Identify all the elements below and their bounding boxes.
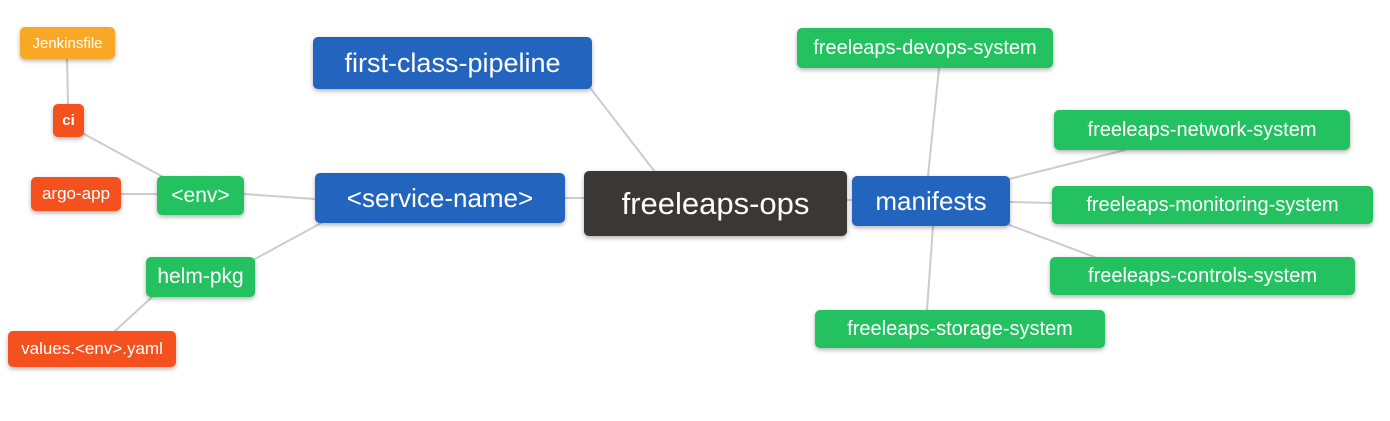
edge-jenkinsfile-ci <box>66 58 69 105</box>
edge-pipeline-freeleaps-ops <box>590 88 656 173</box>
edge-manifests-monitoring <box>1009 201 1053 204</box>
node-freeleaps-monitoring-system[interactable]: freeleaps-monitoring-system <box>1052 186 1373 224</box>
node-label: freeleaps-monitoring-system <box>1086 193 1339 216</box>
edge-manifests-network <box>1008 149 1126 180</box>
node-helm-pkg[interactable]: helm-pkg <box>146 257 255 297</box>
edge-manifests-storage <box>926 225 934 311</box>
edge-values-helm-pkg <box>114 296 153 332</box>
edge-env-service-name <box>243 193 316 200</box>
node-label: first-class-pipeline <box>344 47 561 78</box>
node-first-class-pipeline[interactable]: first-class-pipeline <box>313 37 592 89</box>
node-label: manifests <box>875 185 987 216</box>
node-label: values.<env>.yaml <box>21 339 163 358</box>
node-label: ci <box>62 112 75 129</box>
node-freeleaps-devops-system[interactable]: freeleaps-devops-system <box>797 28 1053 68</box>
node-argo-app[interactable]: argo-app <box>31 177 121 211</box>
node-label: argo-app <box>41 184 111 203</box>
node-jenkinsfile[interactable]: Jenkinsfile <box>20 27 115 59</box>
node-ci[interactable]: ci <box>53 104 84 137</box>
node-service-name[interactable]: <service-name> <box>315 173 565 223</box>
node-label: Jenkinsfile <box>32 34 103 52</box>
node-label: freeleaps-storage-system <box>847 317 1073 340</box>
node-freeleaps-network-system[interactable]: freeleaps-network-system <box>1054 110 1350 150</box>
node-freeleaps-storage-system[interactable]: freeleaps-storage-system <box>815 310 1105 348</box>
node-label: <service-name> <box>346 182 534 213</box>
edge-devops-manifests <box>927 67 940 177</box>
node-label: freeleaps-network-system <box>1087 118 1317 141</box>
node-label: <env> <box>171 183 230 207</box>
node-env[interactable]: <env> <box>157 176 244 215</box>
edge-helm-pkg-service-name <box>254 221 324 260</box>
node-freeleaps-controls-system[interactable]: freeleaps-controls-system <box>1050 257 1355 295</box>
node-values-env-yaml[interactable]: values.<env>.yaml <box>8 331 176 367</box>
node-label: freeleaps-devops-system <box>813 36 1037 59</box>
node-label: freeleaps-controls-system <box>1088 264 1317 287</box>
node-label: helm-pkg <box>157 265 244 288</box>
node-manifests[interactable]: manifests <box>852 176 1010 226</box>
node-freeleaps-ops[interactable]: freeleaps-ops <box>584 171 847 236</box>
edge-manifests-controls <box>1006 223 1098 259</box>
edge-ci-env <box>83 133 166 179</box>
node-label: freeleaps-ops <box>621 185 810 221</box>
